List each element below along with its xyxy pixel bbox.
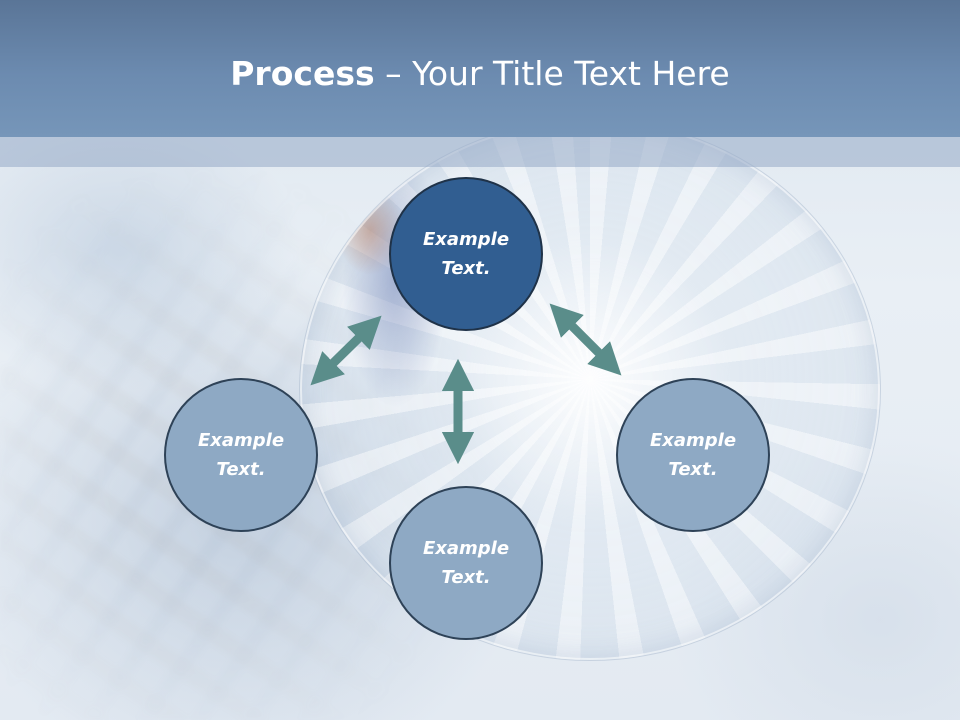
node-right-text: Example Text.: [633, 426, 753, 484]
arrow-top-right[interactable]: [549, 303, 622, 376]
title-band: [0, 0, 960, 137]
node-top-text: Example Text.: [406, 225, 526, 283]
node-bottom-text: Example Text.: [406, 534, 526, 592]
node-left-line1: Example: [197, 430, 285, 451]
node-bottom-line2: Text.: [441, 567, 491, 588]
node-bottom-line1: Example: [422, 538, 510, 559]
process-node-top[interactable]: Example Text.: [389, 177, 543, 331]
process-node-bottom[interactable]: Example Text.: [389, 486, 543, 640]
title-bold: Process: [230, 54, 375, 93]
slide-title[interactable]: Process – Your Title Text Here: [0, 48, 960, 100]
node-right-line2: Text.: [668, 459, 718, 480]
node-left-line2: Text.: [216, 459, 266, 480]
arrow-top-left[interactable]: [310, 315, 382, 386]
node-top-line2: Text.: [441, 258, 491, 279]
node-right-line1: Example: [649, 430, 737, 451]
process-node-right[interactable]: Example Text.: [616, 378, 770, 532]
node-left-text: Example Text.: [181, 426, 301, 484]
node-top-line1: Example: [422, 229, 510, 250]
title-rest: – Your Title Text Here: [374, 54, 730, 93]
process-node-left[interactable]: Example Text.: [164, 378, 318, 532]
title-strip: [0, 137, 960, 167]
